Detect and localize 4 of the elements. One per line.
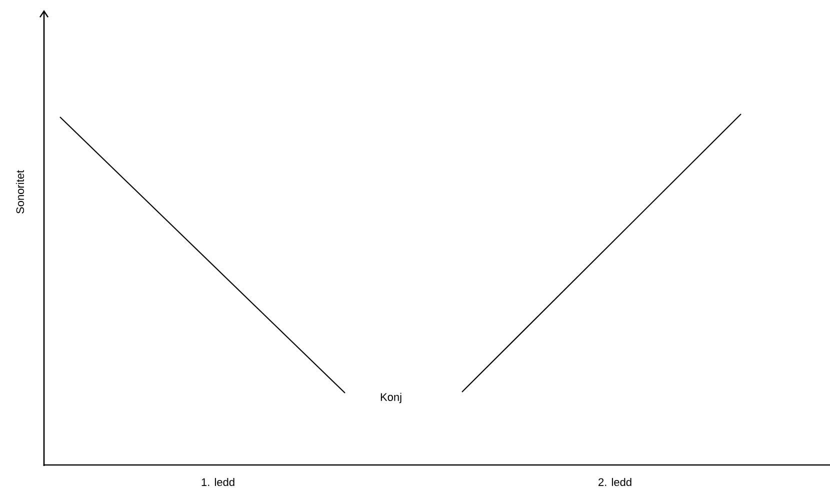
axis-label: Sonoritet bbox=[16, 170, 24, 214]
axis-label: 1. ledd bbox=[202, 478, 234, 486]
axis-label: 2. ledd bbox=[598, 478, 632, 486]
word-label: Konj bbox=[380, 392, 402, 404]
